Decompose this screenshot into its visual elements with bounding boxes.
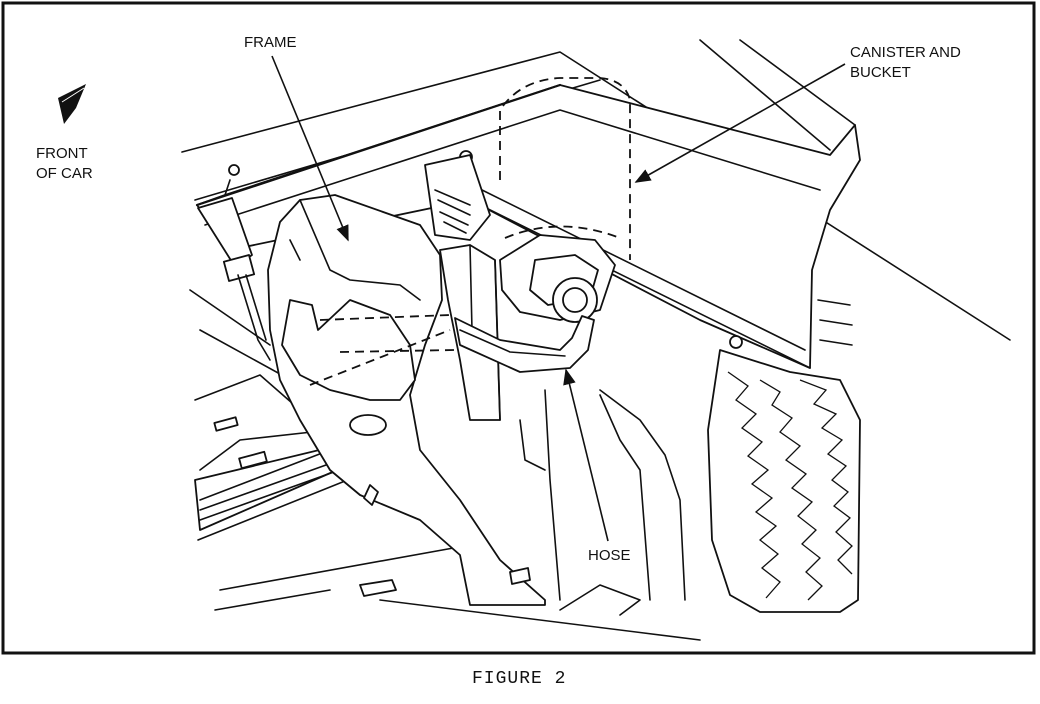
label-frame: FRAME: [244, 34, 297, 51]
figure-border: [1, 1, 1036, 655]
label-canister-line1: CANISTER AND: [850, 44, 961, 61]
canister-leader-line: [634, 63, 846, 183]
canister-bucket: [499, 77, 631, 323]
frame-member: [267, 194, 546, 606]
label-front-line2: OF CAR: [36, 165, 93, 182]
tire: [707, 299, 861, 613]
hose: [454, 315, 595, 373]
hose-leader-line: [563, 368, 609, 542]
liner: [519, 389, 686, 601]
front-of-car-arrow-icon: [58, 84, 86, 124]
label-hose: HOSE: [588, 547, 631, 564]
label-front-line1: FRONT: [36, 145, 88, 162]
electrical-connector: [197, 197, 271, 361]
label-canister-line2: BUCKET: [850, 64, 911, 81]
tire-tread: [727, 299, 853, 601]
figure-caption: FIGURE 2: [472, 669, 566, 689]
frame-leader-line: [271, 55, 349, 242]
